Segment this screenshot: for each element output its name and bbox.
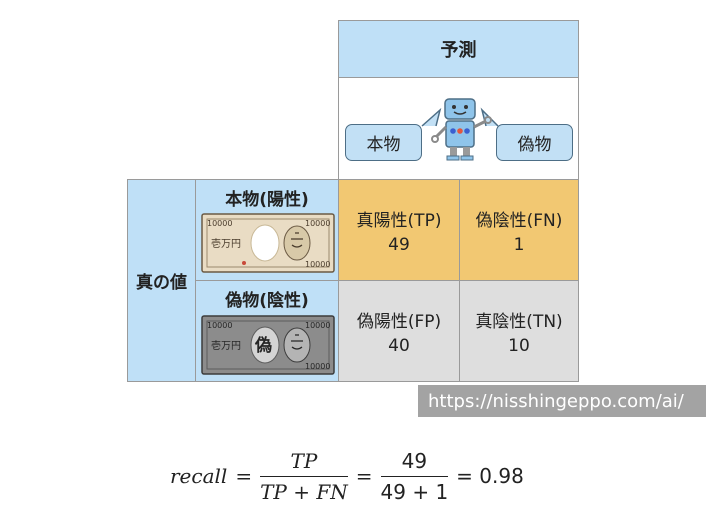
cell-fn: 偽陰性(FN) 1	[459, 179, 579, 281]
actual-label: 真の値	[136, 273, 187, 293]
formula-frac2-num: 49	[401, 448, 428, 473]
formula-fraction-numeric: 49 49 + 1	[380, 448, 449, 504]
row-counterfeit-label: 偽物(陰性)	[225, 291, 309, 311]
formula-lhs: recall	[170, 464, 228, 488]
predicted-header: 予測	[338, 20, 579, 78]
watermark-url-text: https://nisshingeppo.com/ai/	[428, 390, 684, 412]
cell-tp: 真陽性(TP) 49	[338, 179, 460, 281]
bubble-negative: 偽物	[496, 124, 573, 161]
watermark-url: https://nisshingeppo.com/ai/	[418, 385, 706, 417]
bubble-positive: 本物	[345, 124, 422, 161]
row-counterfeit: 偽物(陰性) 10000 10000 壱万円 偽 10000	[195, 280, 339, 382]
bubble-positive-label: 本物	[366, 135, 401, 155]
counterfeit-mark: 偽	[254, 335, 272, 356]
cell-tp-value: 49	[388, 234, 410, 255]
cell-tn-value: 10	[508, 335, 530, 356]
cell-tn-label: 真陰性(TN)	[475, 311, 563, 332]
bubble-negative-label: 偽物	[517, 135, 552, 155]
cell-fp: 偽陽性(FP) 40	[338, 280, 460, 382]
genuine-bill-number-left: 10000	[207, 219, 232, 228]
cell-fp-label: 偽陽性(FP)	[356, 311, 442, 332]
genuine-bill-number-bottom: 10000	[305, 260, 330, 269]
formula-frac1-num: TP	[290, 448, 318, 473]
counterfeit-bill-number-left: 10000	[207, 321, 232, 330]
counterfeit-bill-icon: 10000 10000 壱万円 偽 10000	[201, 315, 335, 375]
formula-fraction-symbolic: TP TP + FN	[260, 449, 348, 504]
recall-formula: recall = TP TP + FN = 49 49 + 1 = 0.98	[170, 448, 570, 504]
formula-frac2-den: 49 + 1	[380, 479, 449, 504]
counterfeit-bill-number-bottom: 10000	[305, 362, 330, 371]
cell-tp-label: 真陽性(TP)	[356, 210, 442, 231]
cell-fp-value: 40	[388, 335, 410, 356]
formula-eq-1: =	[235, 464, 253, 488]
cell-fn-label: 偽陰性(FN)	[475, 210, 563, 231]
genuine-bill-number-right: 10000	[305, 219, 330, 228]
formula-frac1-bar	[260, 475, 348, 477]
formula-frac2-bar	[380, 475, 449, 477]
robot-area	[338, 77, 579, 180]
counterfeit-bill-number-right: 10000	[305, 321, 330, 330]
row-genuine: 本物(陽性) 10000 10000 壱万円 10000	[195, 179, 339, 281]
formula-eq-2: =	[355, 464, 373, 488]
counterfeit-bill-unit: 壱万円	[211, 339, 241, 352]
formula-frac1-den: TP + FN	[260, 479, 348, 504]
actual-header: 真の値	[127, 179, 196, 382]
predicted-label: 予測	[440, 40, 477, 61]
genuine-bill-icon: 10000 10000 壱万円 10000	[201, 213, 335, 273]
row-genuine-label: 本物(陽性)	[225, 190, 309, 210]
genuine-bill-unit: 壱万円	[211, 237, 241, 250]
robot-icon	[421, 98, 499, 161]
cell-tn: 真陰性(TN) 10	[459, 280, 579, 382]
cell-fn-value: 1	[513, 234, 525, 255]
formula-result: = 0.98	[456, 464, 524, 488]
